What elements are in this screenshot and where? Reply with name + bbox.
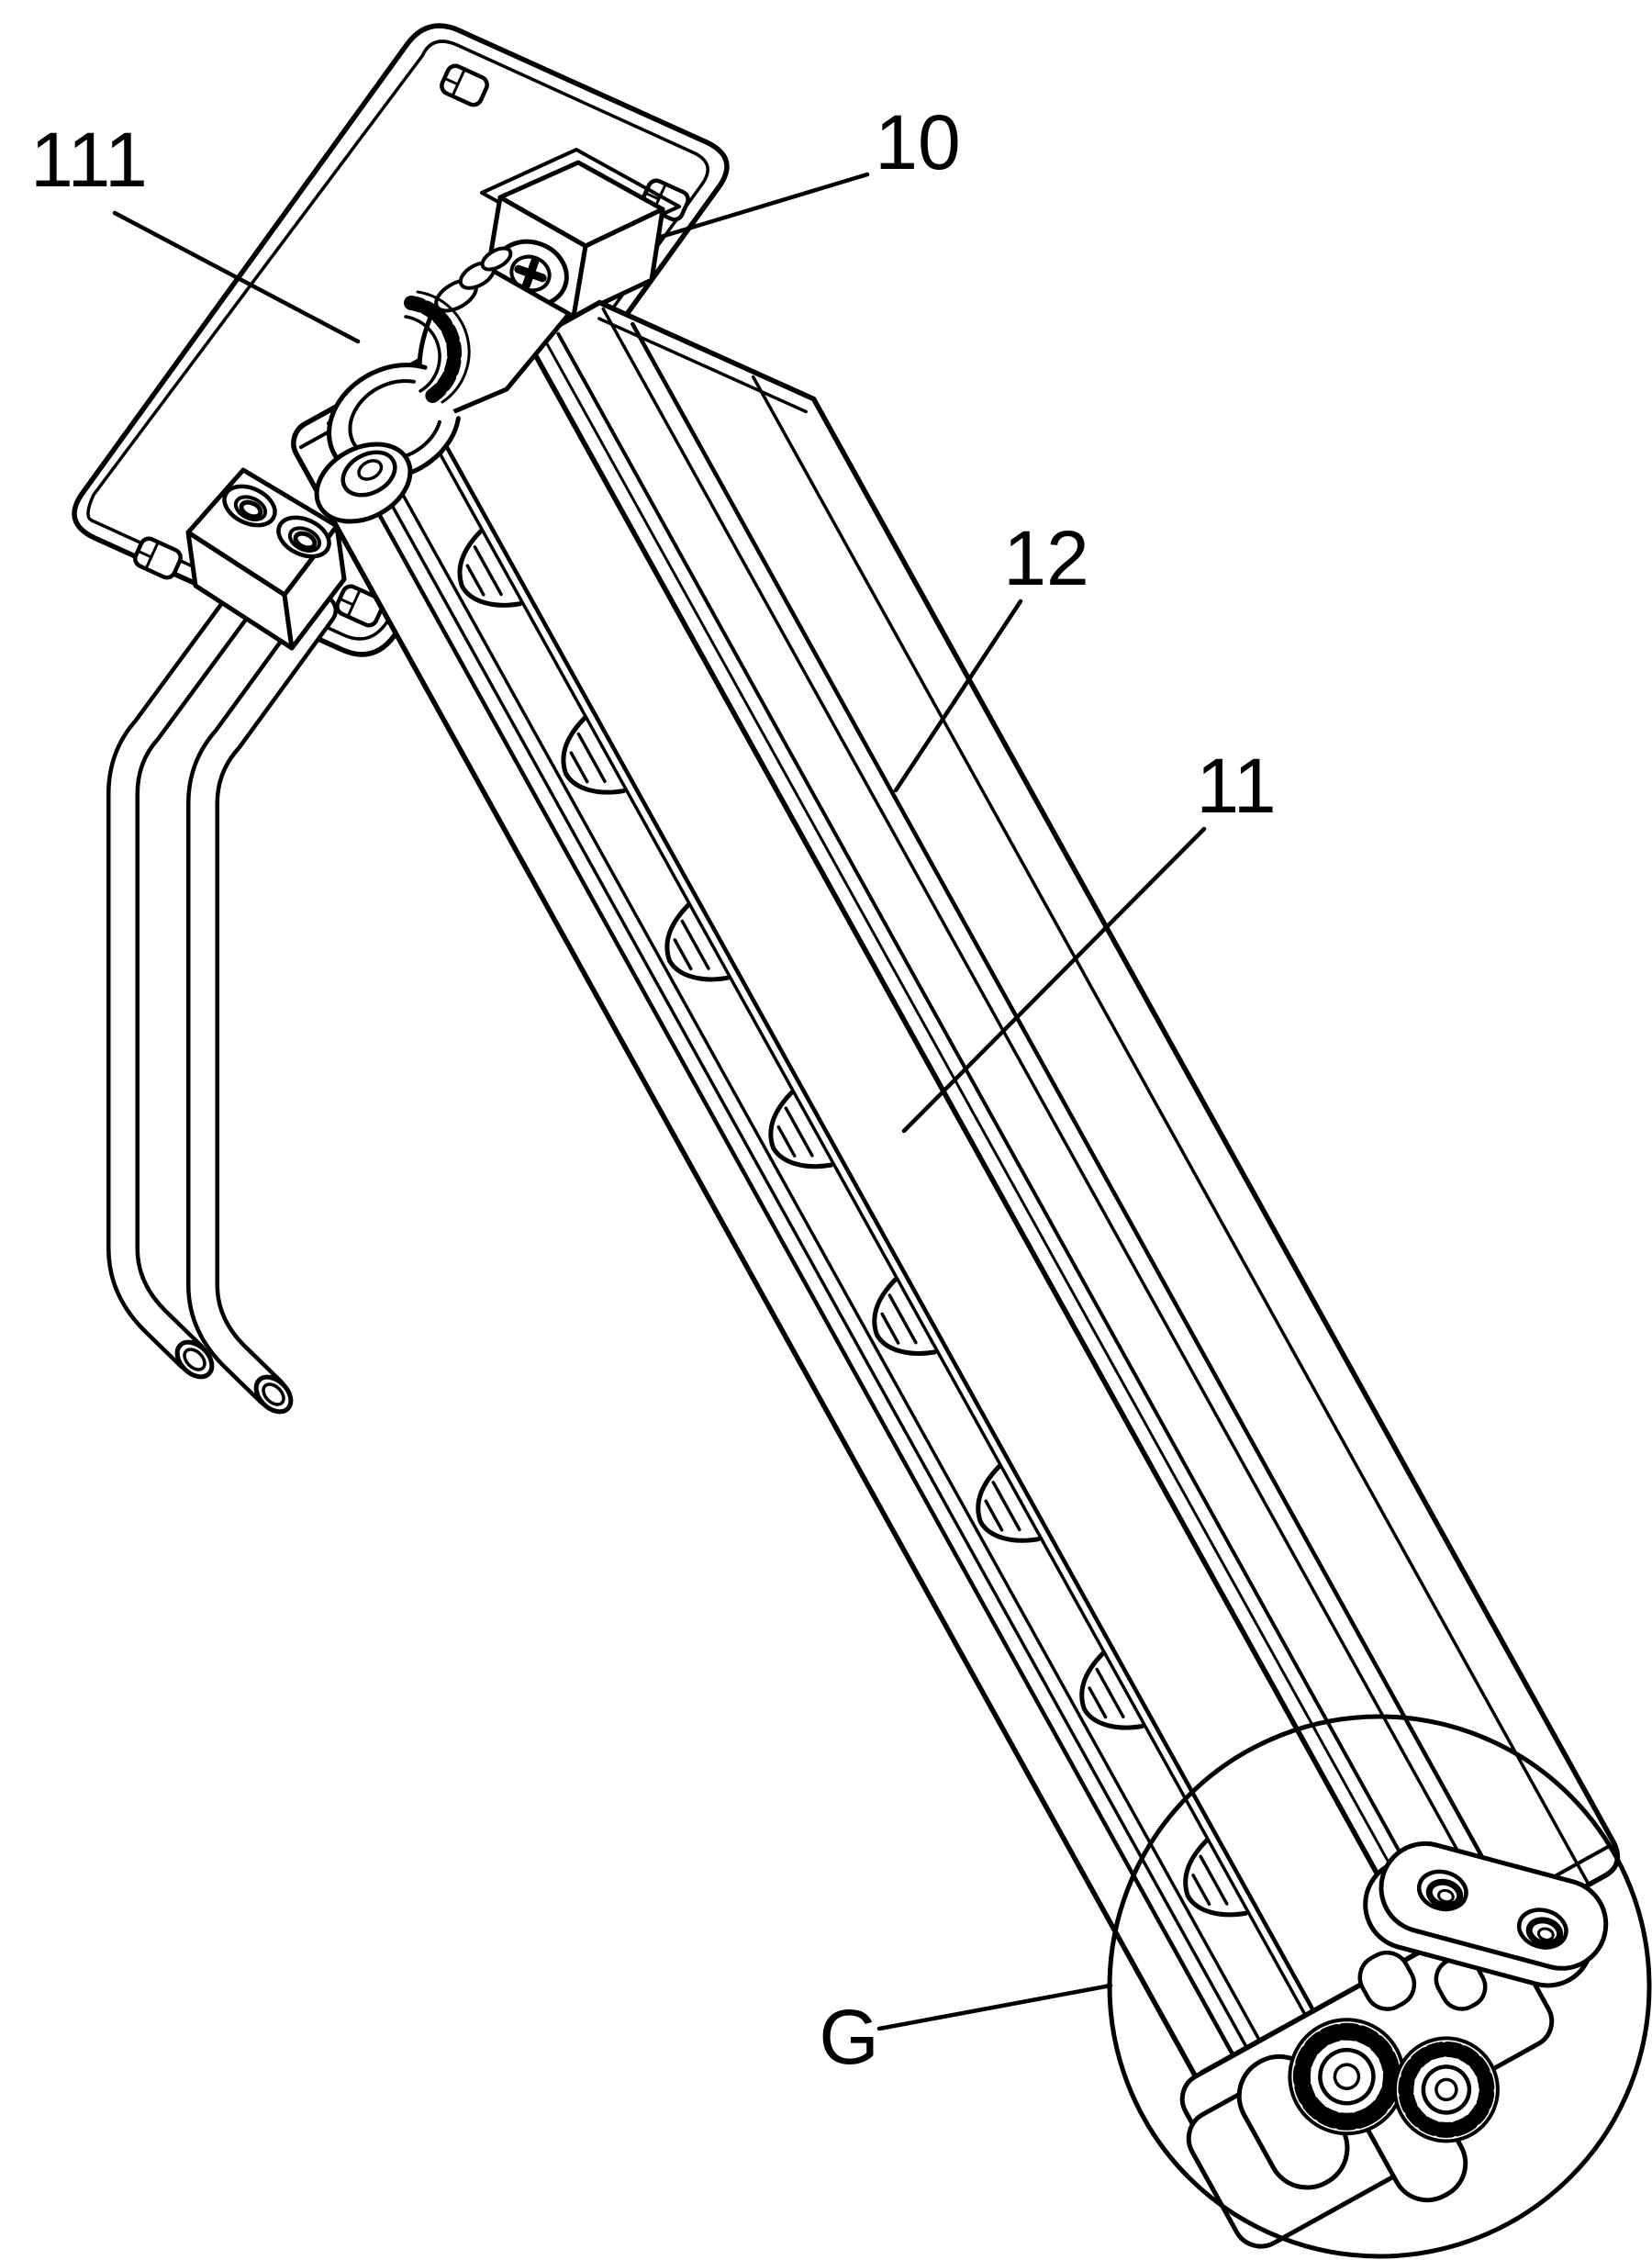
end-plate-hole bbox=[1416, 1869, 1468, 1912]
block-hole bbox=[276, 515, 331, 559]
end-gear-assembly bbox=[1179, 1840, 1609, 2249]
tube-right bbox=[186, 594, 338, 1415]
leader-12 bbox=[893, 599, 1023, 793]
label-111: 111 bbox=[30, 117, 148, 203]
pivot-boss bbox=[340, 450, 397, 498]
bearing-boss bbox=[1357, 1950, 1417, 2011]
leader-11 bbox=[901, 826, 1207, 1134]
label-12: 12 bbox=[1003, 515, 1088, 601]
drive-gear bbox=[404, 290, 471, 404]
tube-right-nozzle bbox=[253, 1374, 294, 1415]
label-G: G bbox=[819, 1994, 878, 2080]
reference-labels: 111 10 12 11 G bbox=[30, 99, 1276, 2080]
leader-lines bbox=[112, 172, 1207, 2031]
hinge-assembly bbox=[314, 246, 572, 524]
end-plate bbox=[1363, 1840, 1609, 1988]
label-11: 11 bbox=[1196, 743, 1276, 829]
tube-left bbox=[106, 557, 278, 1380]
leader-111 bbox=[112, 210, 361, 344]
washer bbox=[480, 246, 513, 272]
rail-face-lines bbox=[298, 307, 1610, 2076]
end-gear bbox=[1392, 2036, 1500, 2143]
rail-assembly bbox=[291, 299, 1621, 2249]
leader-10 bbox=[658, 172, 870, 240]
mounting-plate-inner-edge bbox=[86, 39, 709, 641]
end-plate-hole bbox=[1516, 1908, 1568, 1950]
tube-left-nozzle bbox=[174, 1339, 215, 1380]
lower-bracket-block bbox=[185, 467, 347, 651]
leader-G bbox=[876, 1983, 1113, 2031]
block-hole bbox=[222, 484, 277, 528]
label-10: 10 bbox=[875, 99, 960, 185]
end-gear bbox=[1288, 2018, 1406, 2136]
